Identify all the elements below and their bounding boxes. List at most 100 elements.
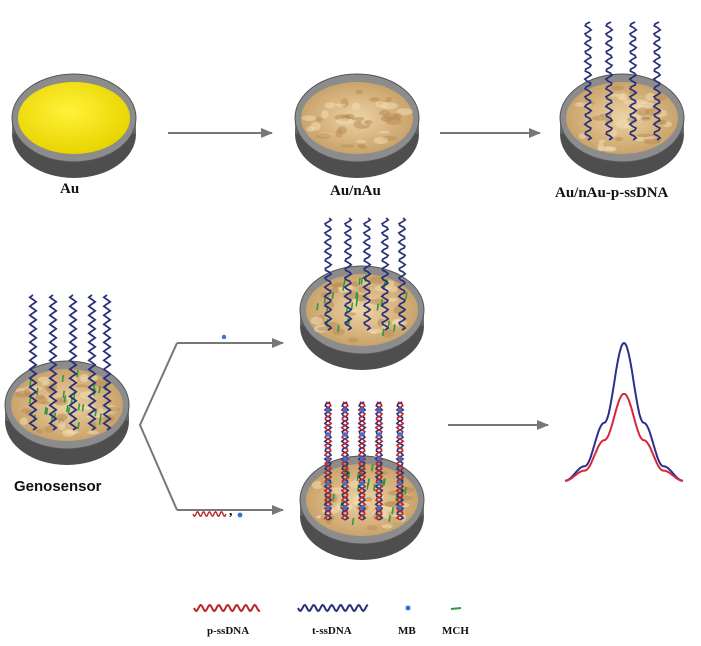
nano-gold-grain (380, 102, 398, 110)
mb-molecule (342, 407, 348, 413)
mch-mark (94, 409, 97, 417)
nano-gold-grain (315, 132, 331, 139)
nano-gold-grain (364, 119, 373, 125)
nano-gold-grain (44, 425, 55, 433)
nano-gold-grain (615, 119, 632, 129)
mch-mark (332, 493, 335, 501)
mb-molecule (325, 432, 331, 437)
mch-mark (381, 328, 385, 337)
nano-gold-grain (623, 100, 633, 105)
nano-gold-grain (358, 285, 370, 293)
label-au-nau-p-ssdna: Au/nAu-p-ssDNA (555, 185, 669, 201)
nano-gold-grain (381, 524, 393, 529)
nano-gold-grain (394, 318, 404, 324)
t-ssdna-strand (87, 294, 97, 431)
signal-curve-low (564, 392, 684, 482)
nano-gold-grain (14, 390, 32, 398)
mb-molecule (397, 407, 403, 413)
mch-mark (29, 379, 32, 387)
mch-mark (355, 299, 358, 307)
nano-gold-grain (364, 496, 373, 502)
mb-molecule (325, 505, 331, 511)
t-ssdna-strand (380, 217, 390, 331)
nano-gold-grain (351, 117, 365, 121)
nano-gold-grain (598, 139, 606, 144)
nano-gold-grain (347, 312, 357, 316)
mb-molecule (325, 481, 331, 486)
mch-mark (81, 404, 85, 412)
nano-gold-grain (93, 379, 109, 388)
nano-gold-grain (618, 92, 628, 102)
nano-gold-grain (393, 112, 402, 120)
nano-gold-grain (609, 129, 618, 137)
mb-molecule (397, 456, 403, 462)
t-ssdna-strand (604, 21, 614, 141)
nano-gold-grain (35, 394, 46, 400)
nano-gold-grain (369, 97, 381, 102)
mch-mark (366, 482, 369, 490)
nano-gold-grain (335, 118, 353, 125)
electrode-au-nau (294, 73, 420, 178)
mch-mark (342, 283, 345, 291)
mb-molecule (376, 432, 382, 437)
dpv-signal-plot (564, 341, 684, 482)
nano-gold-grain (35, 428, 44, 434)
electrode-au (11, 73, 137, 178)
t-ssdna-strand (628, 21, 638, 141)
t-ssdna-strand (68, 294, 78, 431)
nano-gold-grain (646, 136, 656, 140)
nano-gold-grain (599, 113, 612, 117)
mch-mark (350, 302, 354, 310)
mb-molecule (376, 407, 382, 413)
nano-gold-grain (75, 384, 89, 388)
t-ssdna-strand (48, 294, 58, 431)
legend-symbols (193, 603, 462, 613)
mch-mark (371, 464, 374, 472)
nano-gold-grain (19, 417, 28, 426)
mb-molecule (342, 481, 348, 486)
nano-gold-grain (338, 287, 352, 293)
t-ssdna-strand (397, 217, 407, 331)
nano-gold-grain (382, 506, 394, 513)
mch-mark (36, 387, 39, 395)
mch-mark (66, 404, 69, 413)
reagent-p-ssdna-and-mb (192, 510, 243, 518)
mb-reagent (237, 512, 243, 518)
nano-gold-grain (386, 280, 395, 287)
mb-molecule (342, 456, 348, 462)
nano-gold-grain (301, 115, 317, 122)
mch-mark (63, 395, 67, 403)
nano-gold-grain (366, 525, 378, 531)
nano-gold-grain (78, 406, 93, 411)
nano-gold-grain (636, 107, 650, 116)
mch-mark (316, 303, 319, 311)
mch-mark (391, 507, 394, 515)
nano-gold-grain (370, 331, 378, 335)
mb-molecule (342, 505, 348, 511)
mch-mark (360, 277, 364, 285)
nano-gold-grain (373, 137, 389, 144)
nano-gold-grain (356, 294, 369, 302)
mch-mark (382, 479, 385, 487)
t-ssdna-strand (583, 21, 593, 141)
legend-t-ssdna-symbol (297, 603, 369, 613)
nano-gold-grain (358, 145, 367, 149)
nano-gold-grain (378, 130, 390, 134)
mch-mark (373, 483, 376, 492)
legend-mch-symbol (450, 607, 462, 610)
mch-mark (77, 421, 80, 430)
nano-gold-grain (337, 126, 347, 135)
reagent-separator: , (229, 504, 233, 519)
nano-gold-grain (58, 421, 66, 431)
nano-gold-grain (597, 142, 604, 152)
nano-gold-grain (645, 107, 662, 117)
nano-gold-grain (381, 329, 395, 338)
electrode-mb-only (299, 217, 425, 370)
nano-gold-grain (335, 103, 346, 107)
mch-mark (340, 501, 343, 509)
mch-mark (356, 293, 359, 301)
branch-connector (138, 342, 178, 511)
mch-mark (405, 292, 408, 300)
label-genosensor: Genosensor (14, 478, 102, 495)
